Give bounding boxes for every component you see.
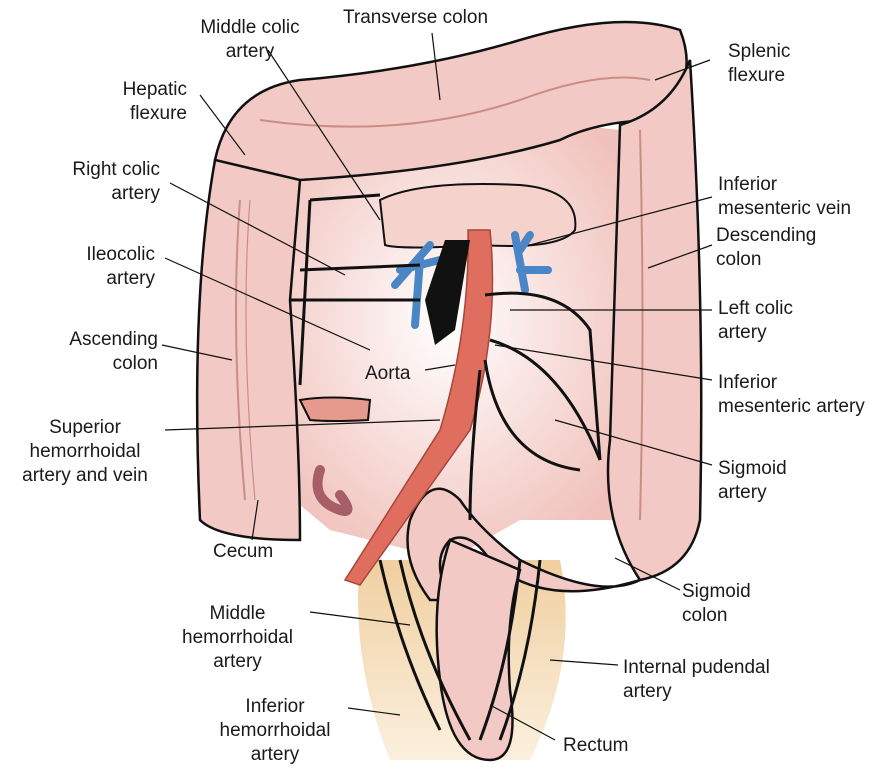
label-inferior-mesenteric-vein: Inferior mesenteric vein — [718, 173, 851, 221]
label-line: artery — [180, 40, 320, 64]
label-line: artery — [718, 481, 787, 505]
label-line: colon — [682, 604, 751, 628]
label-inferior-mesenteric-artery: Inferior mesenteric artery — [718, 371, 865, 419]
label-ileocolic-artery: Ileocolic artery — [60, 243, 155, 291]
label-line: Right colic — [40, 158, 160, 182]
label-line: Descending — [716, 224, 816, 248]
label-line: flexure — [85, 102, 187, 126]
label-line: Middle — [170, 602, 305, 626]
label-splenic-flexure: Splenic flexure — [728, 40, 790, 88]
label-line: colon — [716, 248, 816, 272]
label-middle-colic-artery: Middle colic artery — [180, 16, 320, 64]
label-line: artery — [205, 743, 345, 767]
label-cecum: Cecum — [213, 540, 273, 564]
label-line: Sigmoid — [718, 457, 787, 481]
label-line: artery — [623, 680, 770, 704]
label-internal-pudendal-artery: Internal pudendal artery — [623, 656, 770, 704]
label-line: Hepatic — [85, 78, 187, 102]
label-line: Sigmoid — [682, 580, 751, 604]
label-line: artery and vein — [5, 464, 165, 488]
label-line: artery — [718, 321, 793, 345]
label-right-colic-artery: Right colic artery — [40, 158, 160, 206]
label-line: hemorrhoidal — [205, 719, 345, 743]
label-line: Rectum — [563, 734, 628, 758]
label-superior-hemorrhoidal: Superior hemorrhoidal artery and vein — [5, 416, 165, 488]
label-line: Splenic — [728, 40, 790, 64]
cecum — [300, 398, 370, 422]
label-line: Aorta — [365, 362, 410, 386]
label-line: artery — [60, 267, 155, 291]
label-line: Transverse colon — [343, 6, 488, 30]
label-sigmoid-artery: Sigmoid artery — [718, 457, 787, 505]
label-descending-colon: Descending colon — [716, 224, 816, 272]
label-line: Superior — [5, 416, 165, 440]
label-hepatic-flexure: Hepatic flexure — [85, 78, 187, 126]
label-line: Inferior — [205, 695, 345, 719]
label-left-colic-artery: Left colic artery — [718, 297, 793, 345]
label-line: flexure — [728, 64, 790, 88]
label-line: colon — [40, 352, 158, 376]
label-ascending-colon: Ascending colon — [40, 328, 158, 376]
label-middle-hemorrhoidal-artery: Middle hemorrhoidal artery — [170, 602, 305, 674]
label-line: Inferior — [718, 371, 865, 395]
label-transverse-colon: Transverse colon — [343, 6, 488, 30]
label-line: Middle colic — [180, 16, 320, 40]
label-aorta: Aorta — [365, 362, 410, 386]
label-sigmoid-colon: Sigmoid colon — [682, 580, 751, 628]
label-rectum: Rectum — [563, 734, 628, 758]
label-line: Inferior — [718, 173, 851, 197]
label-line: mesenteric artery — [718, 395, 865, 419]
label-line: mesenteric vein — [718, 197, 851, 221]
label-line: artery — [40, 182, 160, 206]
label-line: Ileocolic — [60, 243, 155, 267]
label-line: artery — [170, 650, 305, 674]
label-inferior-hemorrhoidal-artery: Inferior hemorrhoidal artery — [205, 695, 345, 767]
label-line: Cecum — [213, 540, 273, 564]
label-line: Ascending — [40, 328, 158, 352]
label-line: hemorrhoidal — [5, 440, 165, 464]
label-line: Left colic — [718, 297, 793, 321]
label-line: hemorrhoidal — [170, 626, 305, 650]
label-line: Internal pudendal — [623, 656, 770, 680]
descending-colon — [608, 60, 701, 580]
